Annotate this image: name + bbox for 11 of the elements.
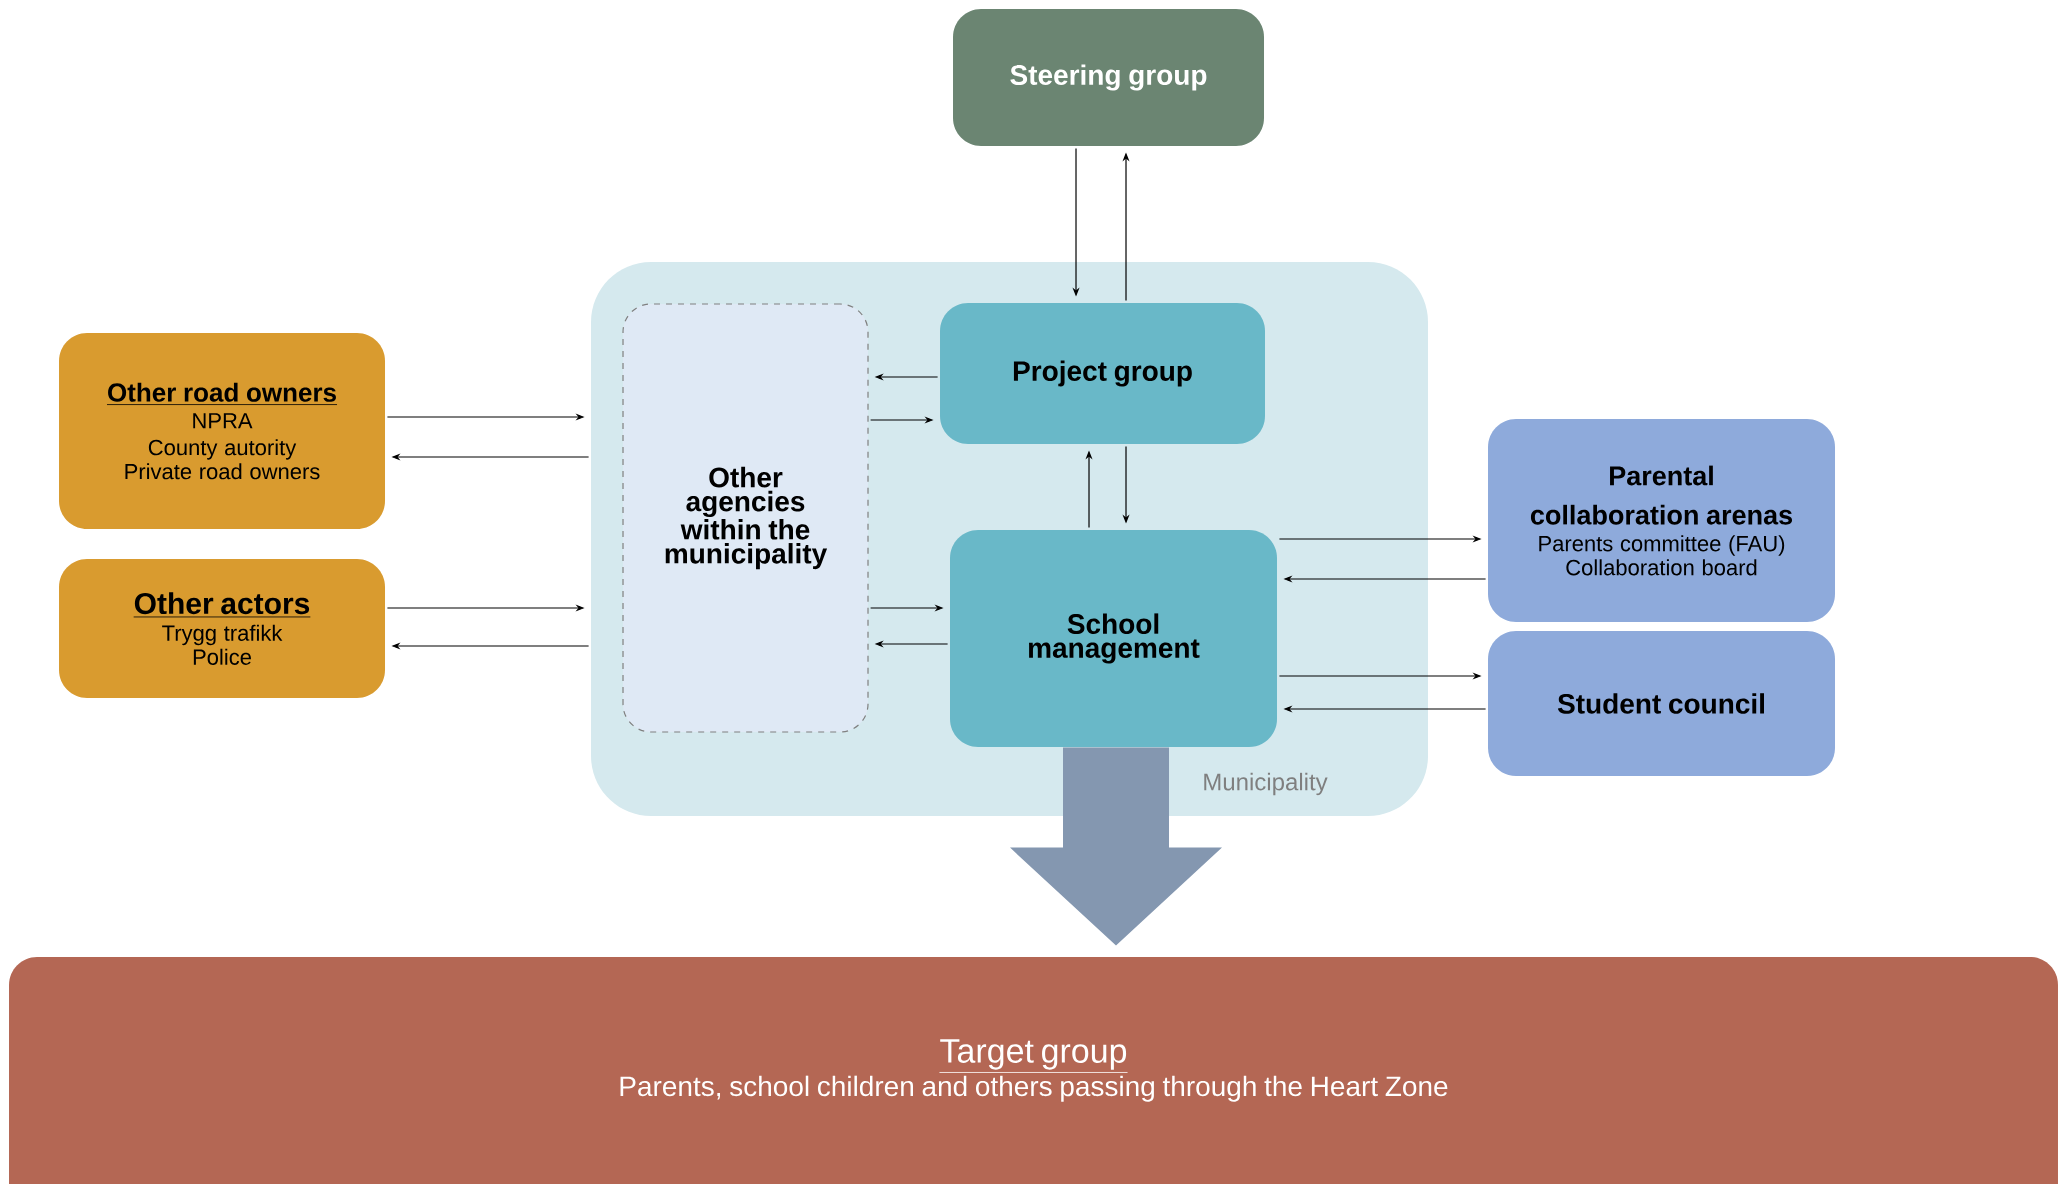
dashed-box: Other agencies within the municipality (622, 303, 869, 733)
group-box: Project group (940, 303, 1265, 444)
region-label: Municipality (1204, 772, 1328, 796)
group-box: School management (950, 530, 1277, 747)
group-box: Parental collaboration arenas Parents committee (FAU) Collaboration board (1488, 419, 1835, 622)
actor-box: Other actors Trygg trafikk Police (59, 559, 385, 698)
target-banner: Target group Parents, school children and others passing through the Heart Zone (9, 957, 2058, 1184)
block-arrow (1010, 747, 1222, 946)
group-box: Student council (1488, 631, 1835, 776)
actor-box: Other road owners NPRA County autority Private road owners (59, 333, 385, 529)
group-box: Steering group (953, 9, 1264, 146)
